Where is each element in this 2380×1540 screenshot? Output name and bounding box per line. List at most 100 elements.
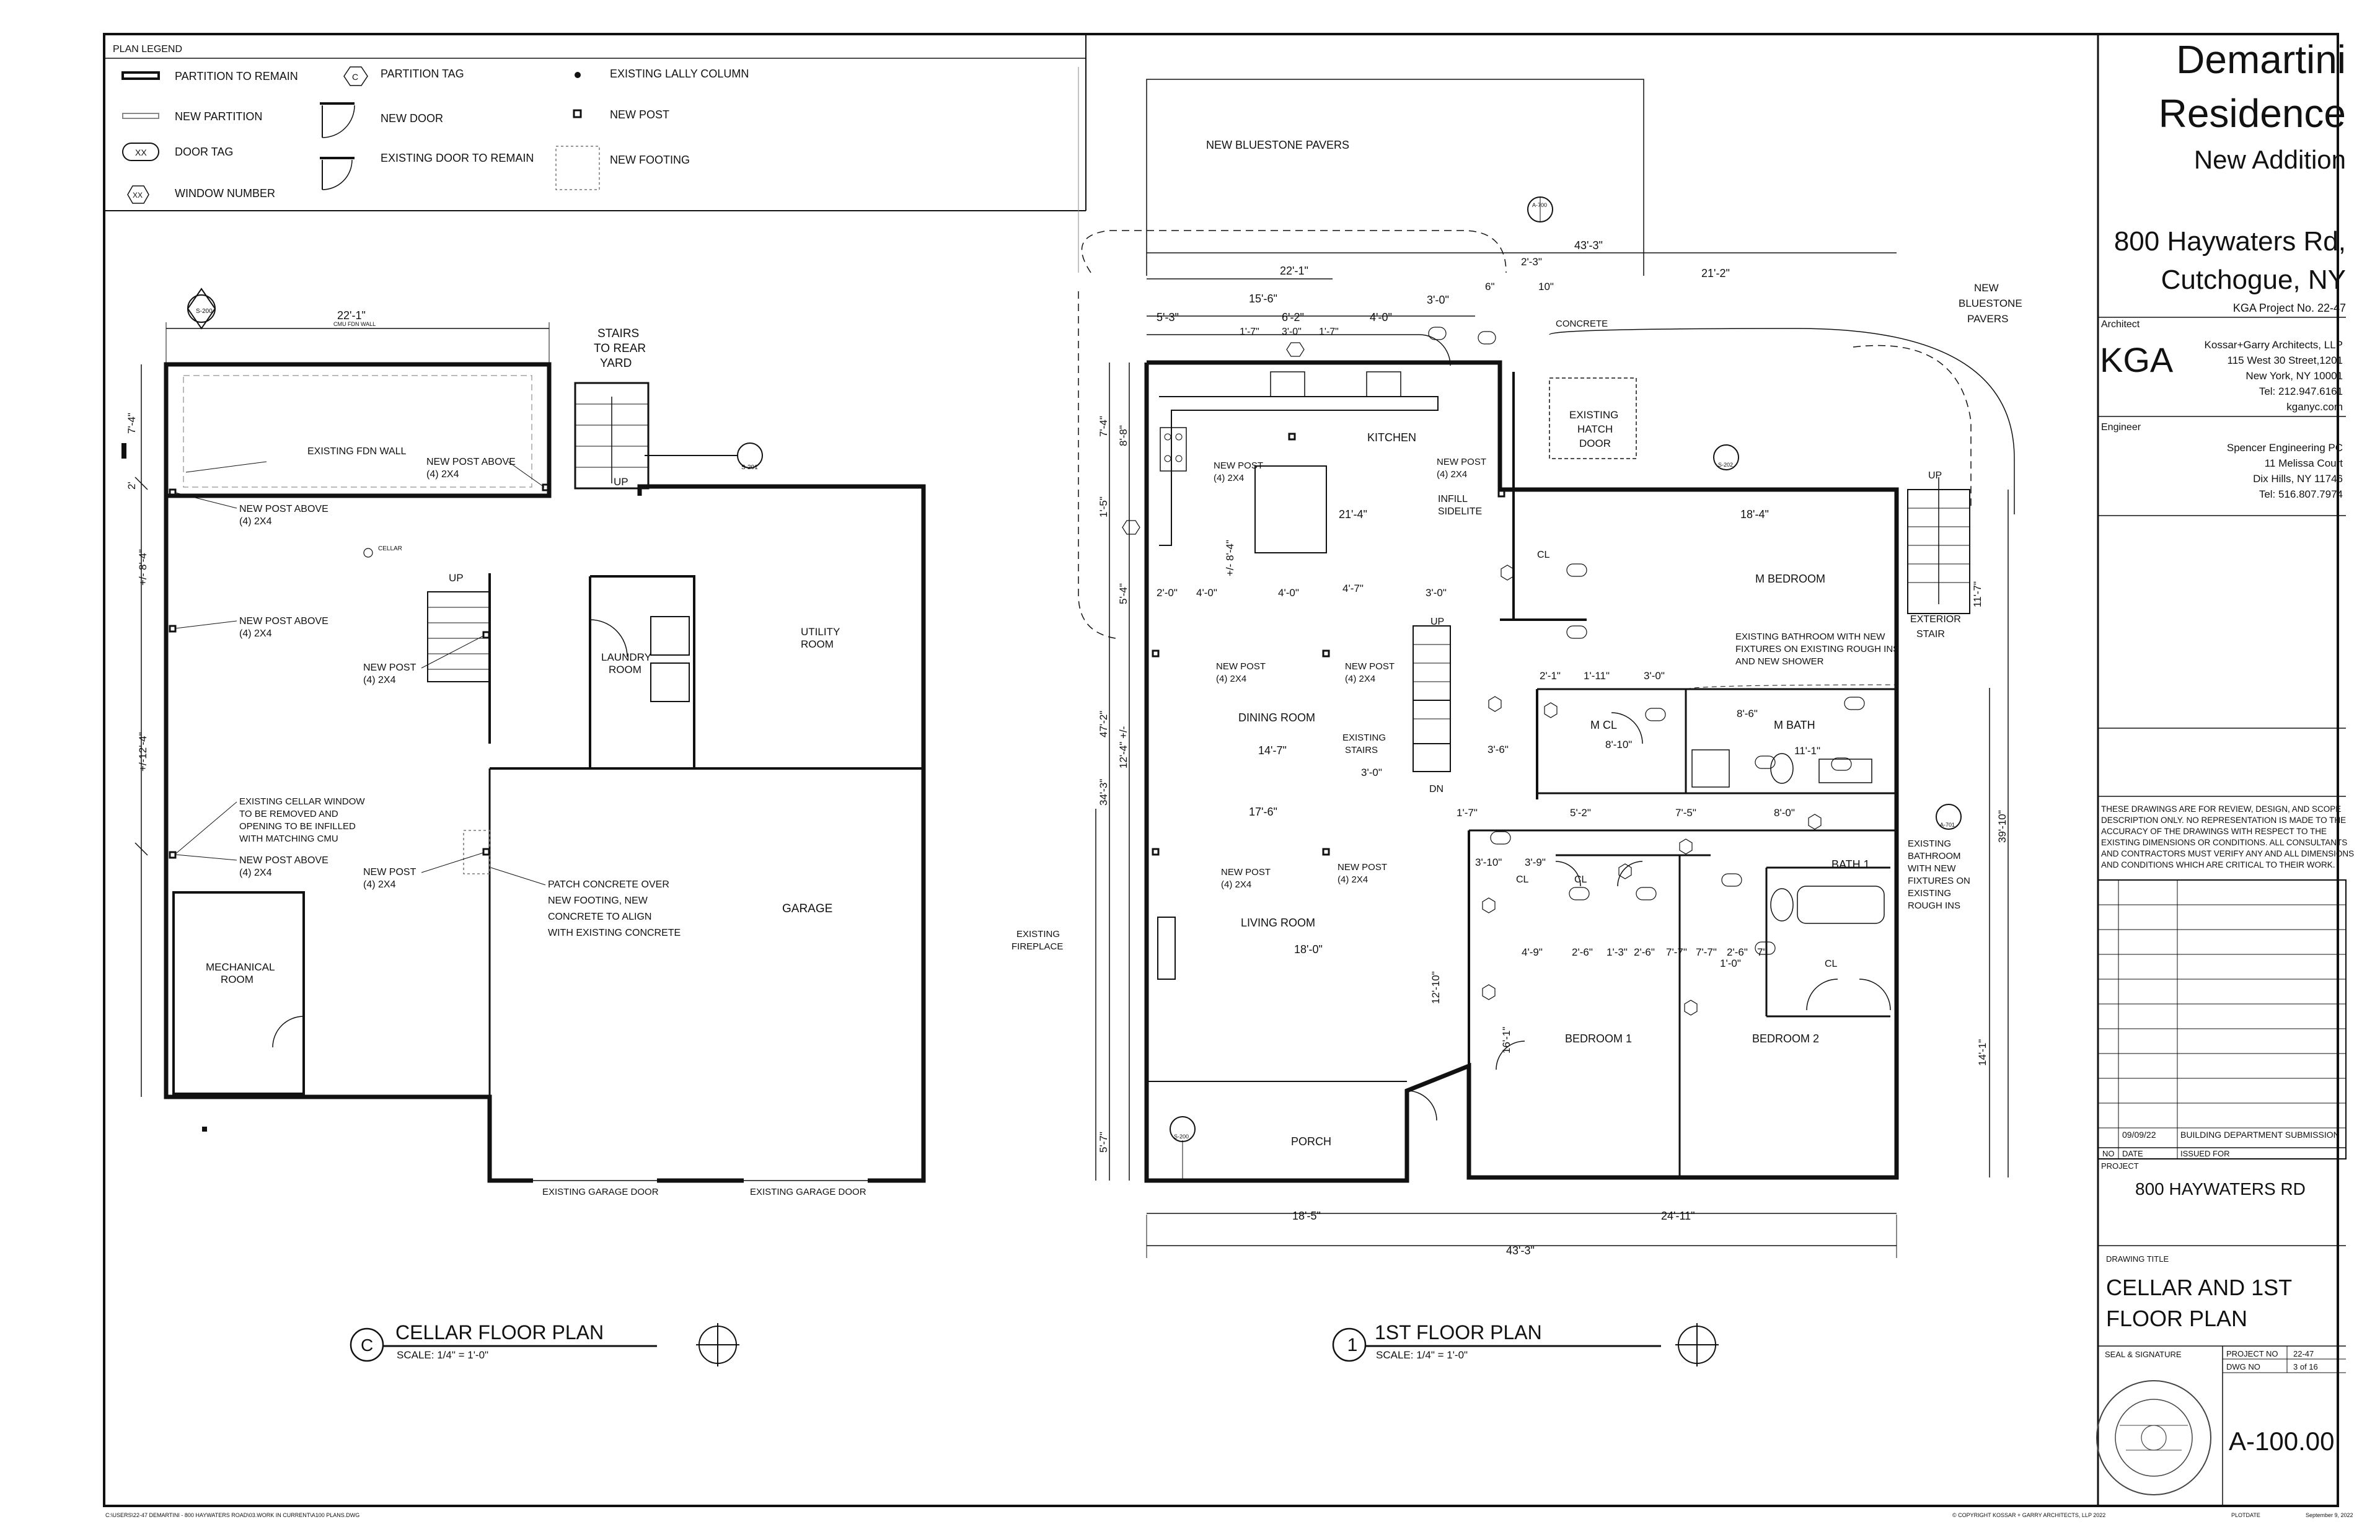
infill-note-2: SIDELITE [1438,506,1482,517]
cellar-new-post-2: NEW POST [363,867,416,878]
cellar-floor-plan [121,288,926,1366]
cellar-cmu-foundation [164,362,552,498]
dim-2-0: 2'-0" [1157,587,1178,599]
ff-new-post-l2b: (4) 2X4 [1338,874,1368,885]
dim-3-6: 3'-6" [1488,744,1509,755]
dim-1-7b: 1'-7" [1319,327,1339,337]
seal-label: SEAL & SIGNATURE [2105,1350,2182,1359]
cellar-sec-ref2: S-201 [741,464,758,471]
partition-remain-swatch [121,71,160,80]
dim-22-1: 22'-1" [1280,265,1308,277]
cellar-dim-top-label: 22'-1" [337,309,366,322]
first-floor-exterior [1144,360,1899,1183]
cellar-dim-left-1: 7'-4" [126,413,138,434]
disclaimer-line-5: AND CONTRACTORS MUST VERIFY ANY AND ALL … [2101,849,2354,858]
kitchen-label: KITCHEN [1367,431,1416,444]
dim-5-3: 5'-3" [1157,311,1179,323]
cellar-post-above-2b: (4) 2X4 [239,516,272,527]
closet-label-4: CL [1825,959,1838,969]
revision-col-issued: ISSUED FOR [2180,1149,2229,1158]
cellar-post-above-3b: (4) 2X4 [239,628,272,639]
m-cl-label: M CL [1590,719,1617,731]
drawing-title-line-1: CELLAR AND 1ST [2106,1275,2292,1300]
engineer-line-3: Dix Hills, NY 11746 [2253,473,2343,485]
cellar-plan-scale: SCALE: 1/4" = 1'-0" [397,1349,488,1361]
architect-label: Architect [2101,319,2140,330]
ff-new-post-d2b: (4) 2X4 [1345,674,1375,684]
bath1-toilet [1770,888,1794,922]
cellar-dim-left-4: +/-12'-4" [137,732,149,772]
plan-legend: PLAN LEGEND PARTITION TO REMAIN NEW PART… [104,44,1086,204]
fireplace [1157,917,1176,980]
dim-1-7c: 1'-7" [1457,807,1478,819]
cellar-title-marker-letter: C [361,1335,373,1355]
new-post-symbol [573,109,582,118]
dim-3-0e: 3'-0" [1361,767,1382,778]
dim-16-1: 16'-1" [1501,1027,1512,1054]
dim-5-2: 5'-2" [1570,807,1591,819]
architect-line-4: Tel: 212.947.6161 [2259,385,2343,397]
dim-18-0: 18'-0" [1294,943,1323,956]
garage-door-label-1: EXISTING GARAGE DOOR [542,1187,659,1197]
legend-new-post: NEW POST [610,108,669,121]
dim-3-0f: 3'-0" [1644,670,1665,682]
dim-43-3-bottom: 43'-3" [1506,1244,1535,1257]
cellar-existing-fdn-note: EXISTING FDN WALL [307,446,407,457]
dim-4-7: 4'-7" [1342,583,1364,594]
architect-line-5: kganyc.com [2286,401,2343,413]
engineer-line-1: Spencer Engineering PC [2227,442,2343,454]
utility-room-label-2: ROOM [801,638,834,650]
closet-label-1: CL [1537,550,1550,560]
cellar-outline [164,484,926,1183]
exterior-stair-label-2: STAIR [1916,629,1945,640]
door-tag-symbol [122,143,159,161]
window-number-symbol-text: XX [133,191,143,200]
new-footing-symbol [555,146,600,190]
kga-logo: KGA [2100,340,2174,379]
cellar-labels: 22'-1" CMU FDN WALL S-200 S-201 STAIRS T… [126,308,866,1361]
cellar-dim-top-sub: CMU FDN WALL [333,321,376,327]
dim-1-5: 1'-5" [1098,496,1109,517]
revision-date: 09/09/22 [2122,1130,2156,1140]
engineer-line-4: Tel: 516.807.7974 [2259,488,2343,500]
cellar-post-above-4b: (4) 2X4 [239,868,272,878]
laundry-walls [589,575,695,770]
dim-11-1: 11'-1" [1794,745,1820,757]
sec-ref-s200: S-200 [1174,1133,1189,1140]
cellar-new-footing [463,830,490,874]
lally-column-symbol [575,72,581,78]
disclaimer-line-6: AND CONDITIONS WHICH ARE CRITICAL TO THE… [2101,860,2335,869]
revision-table [2097,879,2347,1159]
dining-room-label: DINING ROOM [1238,711,1315,724]
ff-new-post-l1: NEW POST [1221,867,1271,878]
bath1-note-1: EXISTING [1908,838,1951,849]
interior-stair-up [1413,625,1451,744]
ff-new-post-l2: NEW POST [1338,862,1387,873]
dim-8-0: 8'-0" [1774,807,1795,819]
project-name-line-2: Residence [2159,91,2346,136]
pavers-note-2b: BLUESTONE [1959,297,2022,309]
ff-new-post-k2b: (4) 2X4 [1437,469,1467,480]
address-line-2: Cutchogue, NY [2161,265,2346,295]
dim-11-7: 11'-7" [1972,581,1983,607]
closet-label-3: CL [1574,874,1587,885]
dim-4-0c: 4'-0" [1196,587,1217,599]
dim-10: 10" [1538,281,1554,293]
cellar-new-post-1b: (4) 2X4 [363,675,396,685]
dim-3-10: 3'-10" [1475,856,1502,868]
architect-line-2: 115 West 30 Street,1201 [2228,354,2343,366]
dim-43-3-top: 43'-3" [1574,239,1603,252]
project-name-line-1: Demartini [2176,37,2346,82]
bath1-note-6: ROUGH INS [1908,900,1960,911]
cellar-post-above-3: NEW POST ABOVE [239,616,328,627]
laundry-room-label-2: ROOM [609,664,641,675]
architect-seal [2096,1380,2211,1495]
dim-7-7b: 7'-7" [1696,946,1717,958]
dwg-no-value: 3 of 16 [2293,1362,2318,1371]
dim-3-0b: 3'-0" [1427,294,1449,306]
cellar-dim-left-3: +/- 8'-4" [137,549,149,586]
legend-heading: PLAN LEGEND [113,44,182,55]
kitchen-counter [1159,396,1439,546]
bath1-tub [1797,886,1885,924]
mechanical-room-label-2: ROOM [221,974,253,985]
